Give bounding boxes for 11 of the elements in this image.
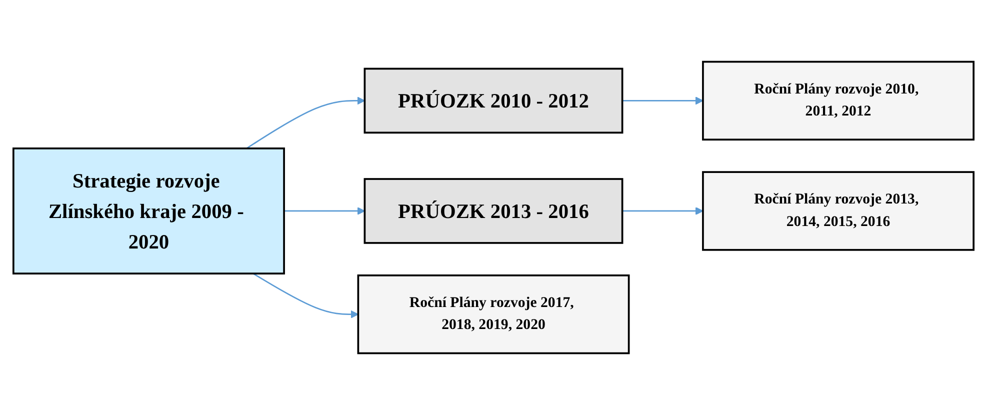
arrow — [252, 272, 359, 318]
node-box: Roční Plány rozvoje 2017, 2018, 2019, 2020 — [357, 274, 630, 354]
arrow — [622, 206, 704, 215]
node-box: Strategie rozvoje Zlínského kraje 2009 - 2020 — [12, 146, 285, 274]
arrow — [246, 96, 366, 148]
node-box: Roční Plány rozvoje 2013, 2014, 2015, 2016 — [702, 170, 975, 250]
arrow — [284, 206, 366, 215]
arrow — [622, 96, 704, 104]
node-box: PRÚOZK 2013 - 2016 — [364, 178, 624, 244]
node-box: PRÚOZK 2010 - 2012 — [364, 67, 624, 134]
node-box: Roční Plány rozvoje 2010, 2011, 2012 — [702, 60, 975, 140]
